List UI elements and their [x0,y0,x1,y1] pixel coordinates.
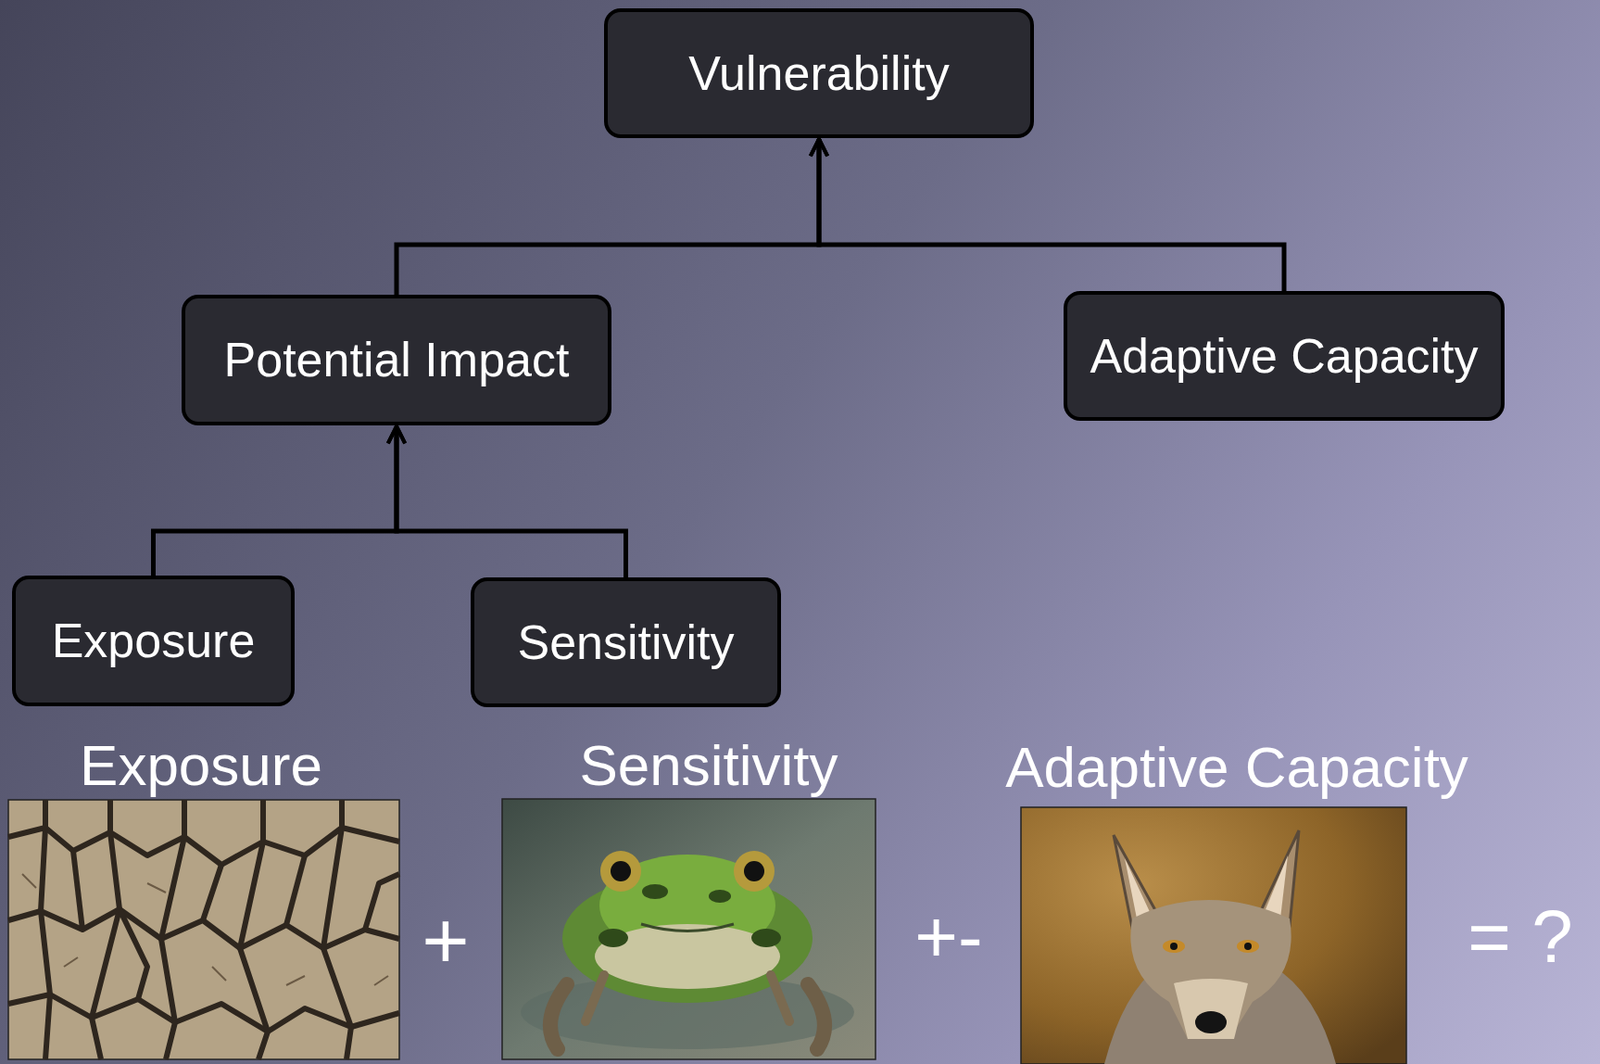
box-label: Adaptive Capacity [1072,319,1495,393]
connector-arrow [153,426,398,576]
operator-symbol: + [421,895,469,986]
connector-arrow [818,138,1285,291]
factor-box: Exposure [12,575,295,706]
component-box: Potential Impact [181,294,612,426]
picture-caption: Exposure [79,733,323,797]
operator-symbol: +- [914,895,983,978]
operator-symbol: = ? [1467,895,1573,978]
result-box: Vulnerability [604,8,1034,139]
box-label: Potential Impact [207,323,587,397]
coyote-photo [1020,806,1407,1064]
connector-arrow [396,426,627,578]
connector-arrow [396,138,819,295]
component-box: Adaptive Capacity [1063,290,1505,421]
cracked-earth-photo [8,799,400,1059]
box-label: Exposure [35,604,273,678]
box-label: Sensitivity [500,605,751,680]
picture-caption: Adaptive Capacity [1005,735,1469,799]
frog-photo [502,798,876,1059]
factor-box: Sensitivity [470,577,782,707]
box-label: Vulnerability [671,37,966,111]
picture-caption: Sensitivity [579,733,838,797]
